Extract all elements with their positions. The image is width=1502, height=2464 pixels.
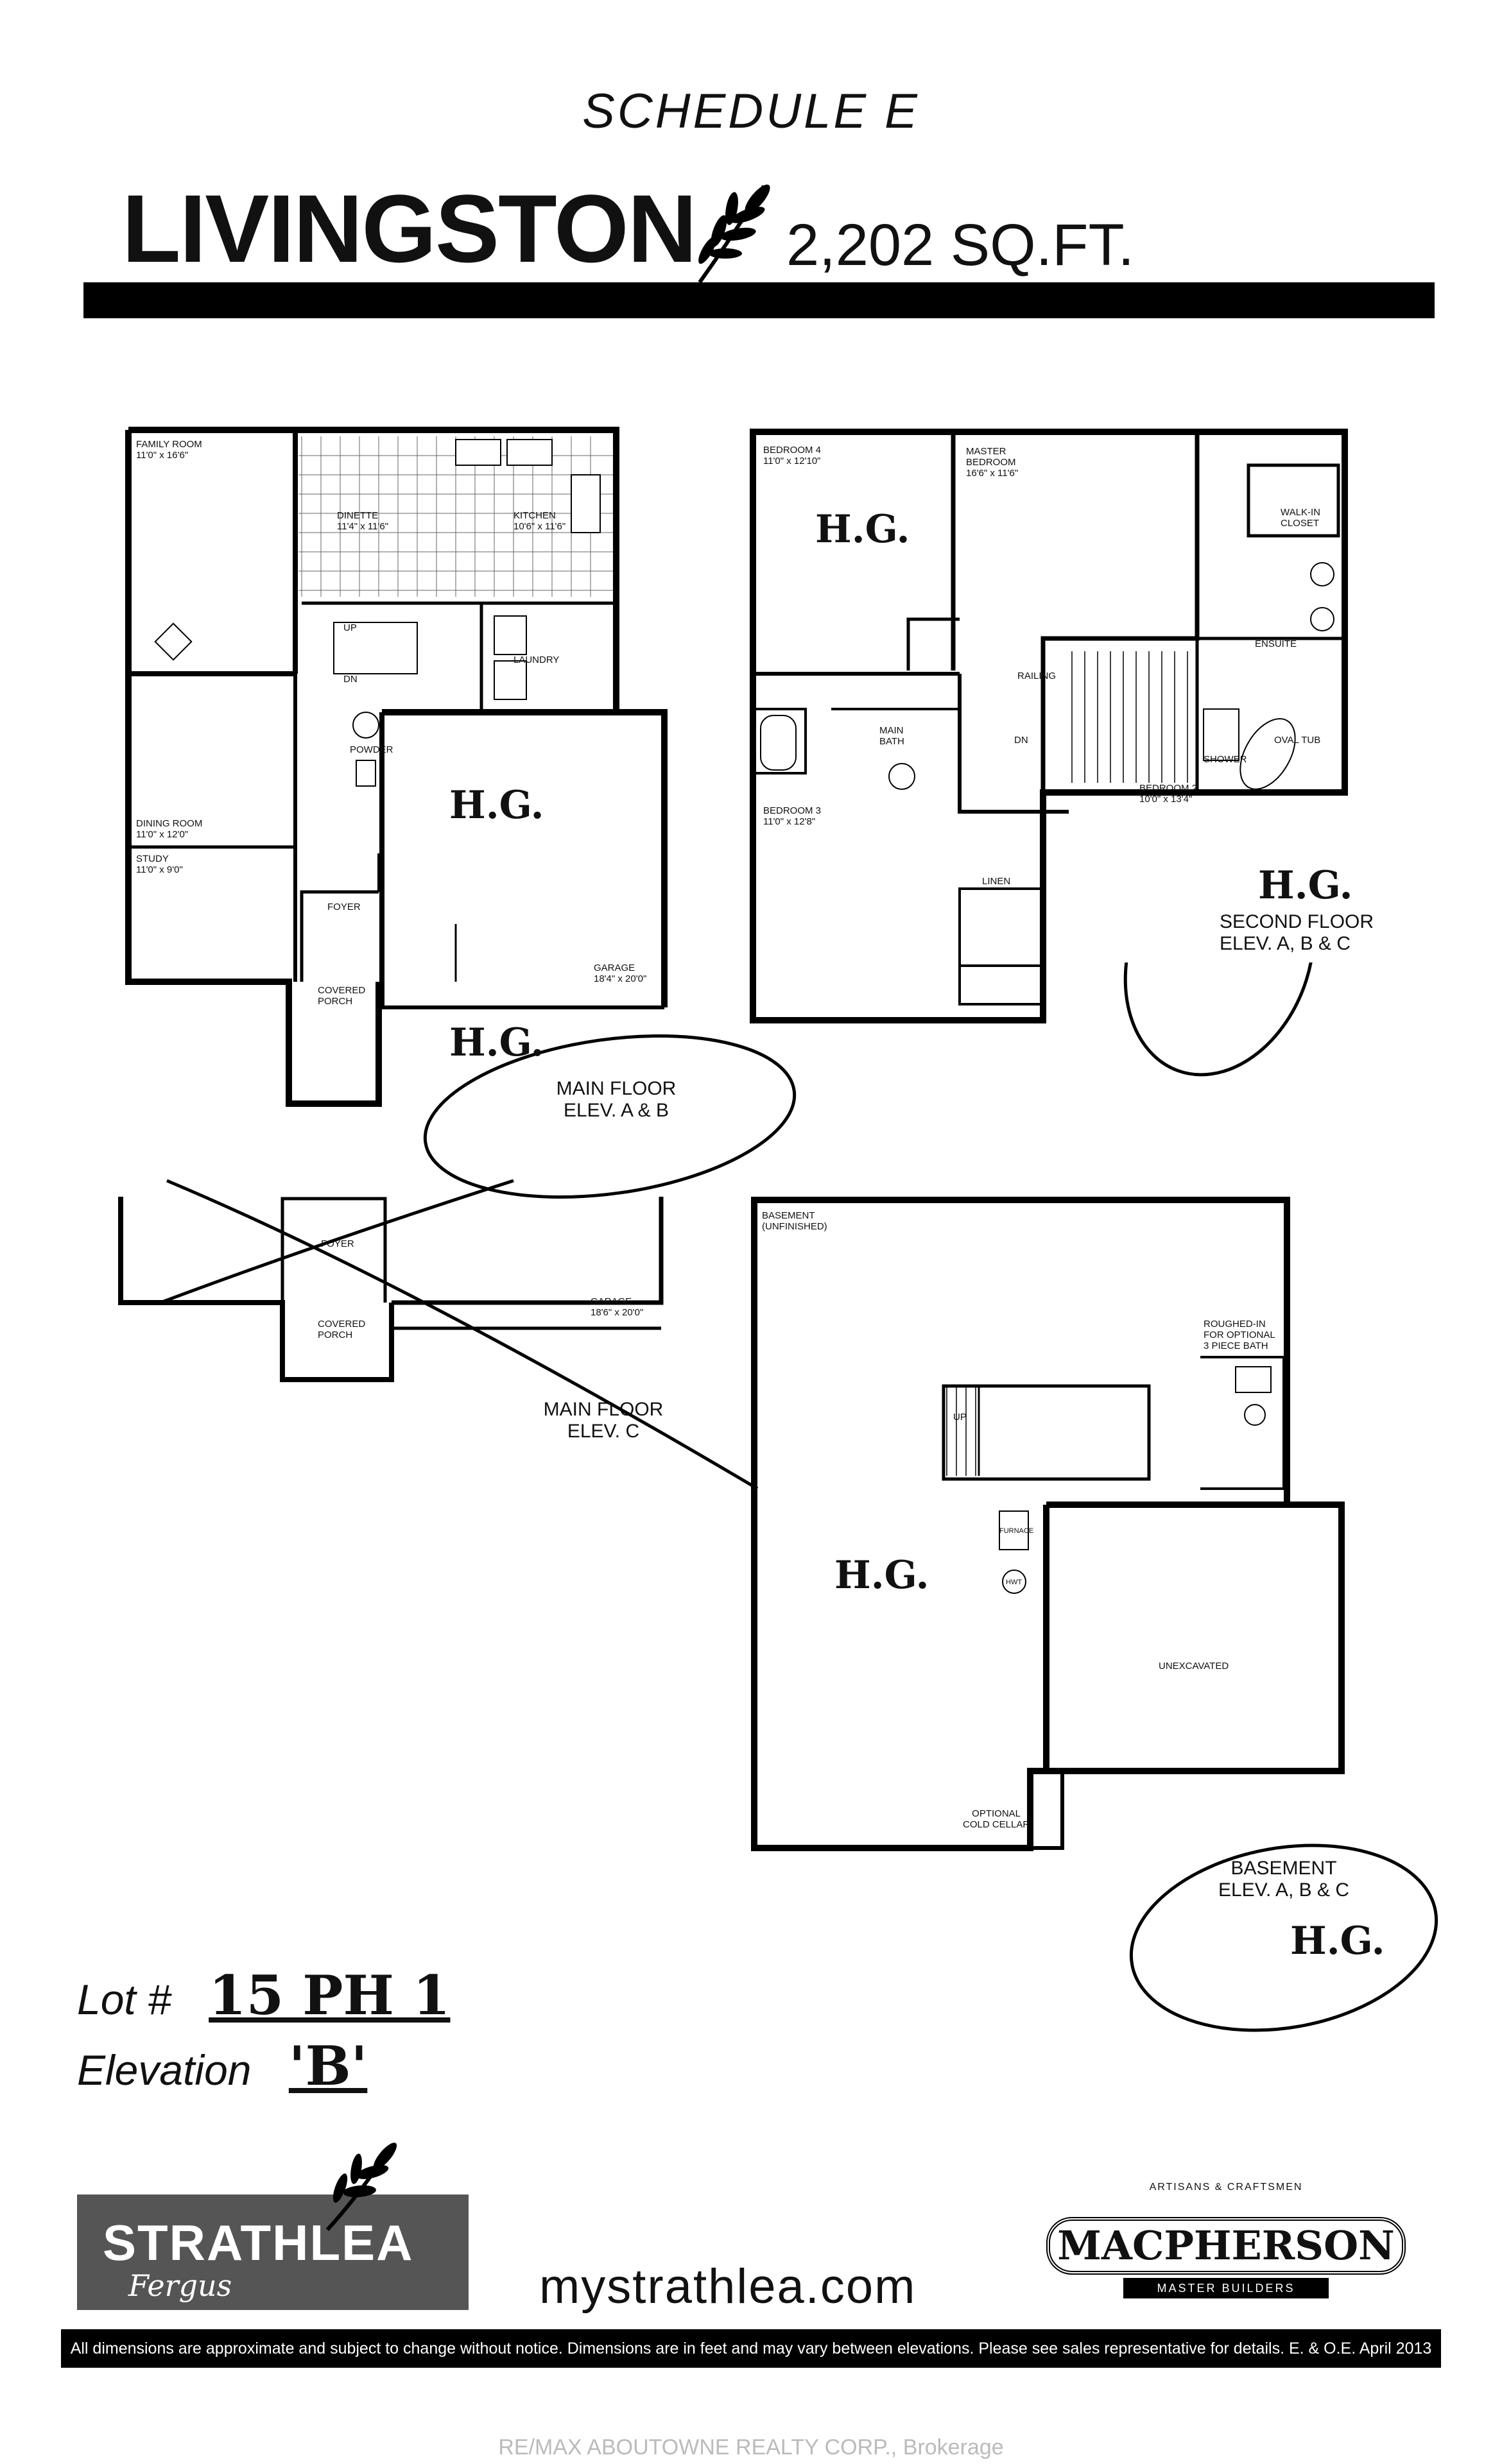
room-dinette: DINETTE 11'4" x 11'6" [337,510,389,532]
label-railing: RAILING [1017,671,1057,681]
room-walkin: WALK-IN CLOSET [1281,507,1320,529]
room-foyer: FOYER [327,902,361,912]
room-dining: DINING ROOM 11'0" x 12'0" [136,818,203,840]
initials-basement-caption: H.G. [1290,1919,1385,1964]
handwritten-annotations [423,963,1438,2032]
second-floor-walls [750,429,1348,1023]
square-footage: 2,202 SQ.FT. [786,212,1135,278]
second-floor-plan: BEDROOM 4 11'0" x 12'10" MASTER BEDROOM … [748,427,1358,1043]
fixture-oval-tub: OVAL TUB [1274,735,1321,746]
main-floor-caption: MAIN FLOOR ELEV. A & B [526,1078,706,1122]
second-floor-caption-line2: ELEV. A, B & C [1220,933,1351,954]
initials-main-floor: H.G. [449,783,544,828]
initials-basement: H.G. [834,1553,929,1598]
leaf-logo-icon [698,184,770,284]
elevation-field: Elevation 'B' [77,2034,367,2098]
room-porch: COVERED PORCH [318,985,366,1007]
stair-up: UP [343,622,357,633]
room-master: MASTER BEDROOM 16'6" x 11'6" [966,446,1019,479]
main-floor-caption-line1: MAIN FLOOR [556,1078,677,1099]
room-basement: BASEMENT (UNFINISHED) [762,1210,827,1232]
fixture-hwt: HWT [1006,1579,1023,1586]
macpherson-sub: MASTER BUILDERS [1123,2278,1329,2298]
lot-value: 15 PH 1 [209,1964,451,2027]
basement-caption-line2: ELEV. A, B & C [1218,1879,1349,1901]
stair-up-basement: UP [953,1412,967,1423]
room-ensuite: ENSUITE [1255,638,1297,649]
basement-walls [751,1197,1345,1851]
room-linen: LINEN [982,876,1011,887]
initials-bedroom4: H.G. [815,507,910,552]
room-cold-cellar: OPTIONAL COLD CELLAR [963,1808,1030,1830]
main-floor-plan: FAMILY ROOM 11'0" x 16'6" DINETTE 11'4" … [122,417,700,1187]
stair-dn: DN [343,674,358,685]
website-link[interactable]: mystrathlea.com [539,2259,917,2314]
main-floor-c-caption-line2: ELEV. C [567,1421,640,1442]
main-floor-c-caption-line1: MAIN FLOOR [543,1399,664,1420]
strathlea-wordmark: STRATHLEA [103,2214,414,2271]
initials-garage: H.G. [449,1020,544,1065]
disclaimer: All dimensions are approximate and subje… [61,2329,1441,2368]
elevation-label: Elevation [77,2046,252,2094]
room-main-bath: MAIN BATH [879,725,904,747]
macpherson-logo: ARTISANS & CRAFTSMEN MACPHERSON MASTER B… [1046,2182,1406,2310]
main-floor-caption-line2: ELEV. A & B [563,1100,669,1121]
room-powder: POWDER [350,744,393,755]
main-floor-c-caption: MAIN FLOOR ELEV. C [526,1399,680,1442]
brokerage-watermark: RE/MAX ABOUTOWNE REALTY CORP., Brokerage [498,2435,1004,2460]
room-garage: GARAGE 18'4" x 20'0" [594,963,647,984]
macpherson-wordmark: MACPHERSON [1046,2217,1406,2275]
stair-dn-2: DN [1014,735,1028,746]
initials-second-floor: H.G. [1258,863,1353,908]
room-bedroom2: BEDROOM 2 10'0" x 13'4" [1139,783,1198,805]
room-kitchen: KITCHEN 10'6" x 11'6" [514,510,566,532]
macpherson-tagline: ARTISANS & CRAFTSMEN [1149,2182,1303,2193]
room-garage-c: GARAGE 18'6" x 20'0" [591,1296,644,1318]
main-floor-walls [125,427,668,1107]
strathlea-logo: STRATHLEA Fergus [77,2143,469,2310]
fixture-furnace: FURNACE [999,1527,1034,1535]
room-bedroom3: BEDROOM 3 11'0" x 12'8" [763,805,822,827]
fixture-shower: SHOWER [1204,754,1247,765]
cross-out-marks [160,1179,759,1491]
room-study: STUDY 11'0" x 9'0" [136,853,183,875]
basement-caption: BASEMENT ELEV. A, B & C [1187,1858,1380,1901]
room-porch-c: COVERED PORCH [318,1319,366,1340]
elevation-value: 'B' [288,2034,368,2098]
lot-label: Lot # [77,1976,171,2023]
lot-field: Lot # 15 PH 1 [77,1964,451,2027]
room-laundry: LAUNDRY [514,654,560,665]
basement-plan: BASEMENT (UNFINISHED) ROUGHED-IN FOR OPT… [748,1194,1351,1854]
strathlea-sub: Fergus [128,2268,232,2303]
room-unexcavated: UNEXCAVATED [1159,1661,1229,1672]
second-floor-caption: SECOND FLOOR ELEV. A, B & C [1220,911,1399,955]
room-family: FAMILY ROOM 11'0" x 16'6" [136,439,202,461]
main-floor-c-walls [118,1197,664,1382]
second-floor-caption-line1: SECOND FLOOR [1220,911,1374,932]
basement-caption-line1: BASEMENT [1230,1858,1337,1879]
schedule-label: SCHEDULE E [582,84,920,139]
room-rough-in: ROUGHED-IN FOR OPTIONAL 3 PIECE BATH [1204,1319,1275,1351]
strathlea-leaf-icon [325,2143,397,2232]
model-title: LIVINGSTON [122,175,697,282]
room-bedroom4: BEDROOM 4 11'0" x 12'10" [763,445,822,466]
header-divider [83,282,1435,318]
